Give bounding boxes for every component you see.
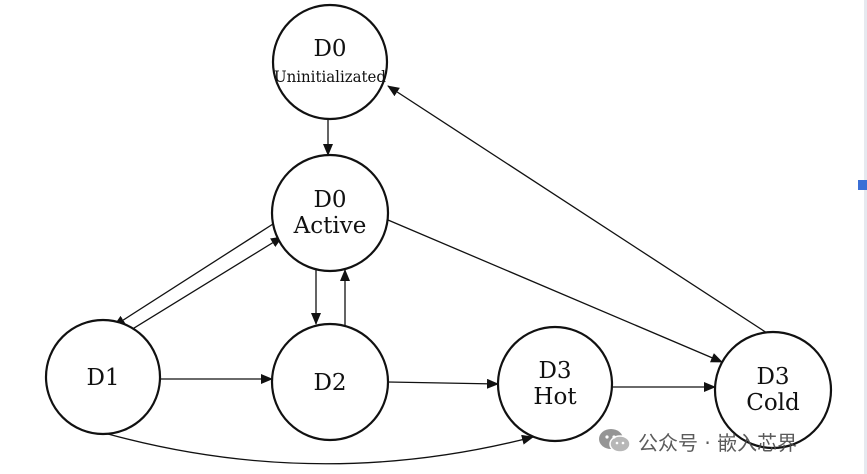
state-label-line: Active bbox=[293, 213, 367, 239]
state-label-line: D0 bbox=[313, 36, 346, 62]
state-circle bbox=[270, 322, 390, 442]
watermark-text: 公众号 · 嵌入芯界 bbox=[638, 430, 798, 455]
scroll-marker bbox=[858, 180, 867, 190]
state-circle bbox=[271, 3, 389, 121]
state-circle bbox=[270, 153, 390, 273]
state-label-line: D3 bbox=[756, 364, 789, 390]
watermark: 公众号 · 嵌入芯界 bbox=[598, 425, 797, 457]
state-circle bbox=[713, 330, 833, 450]
state-label-line: D1 bbox=[86, 365, 119, 391]
transition-arrow-d1-d3h bbox=[107, 433, 534, 465]
state-node-d2: D2 bbox=[270, 322, 390, 442]
state-label-line: Cold bbox=[746, 390, 800, 416]
transition-arrow-d2-d3h bbox=[387, 378, 499, 389]
state-node-d1: D1 bbox=[44, 318, 162, 436]
state-label-line: Hot bbox=[533, 384, 577, 410]
transitions bbox=[107, 85, 768, 465]
state-label-line: Uninitializated bbox=[274, 67, 386, 86]
state-circle bbox=[496, 325, 614, 443]
state-label-line: D3 bbox=[538, 358, 571, 384]
wechat-icon bbox=[599, 429, 631, 453]
transition-arrow-d0a-d3c bbox=[387, 219, 723, 363]
state-label-line: D2 bbox=[313, 370, 346, 396]
window-edge bbox=[864, 0, 867, 474]
transition-arrow-d3c-d0u bbox=[387, 85, 768, 334]
state-label-line: D0 bbox=[313, 187, 346, 213]
transition-arrow-d0a-d1 bbox=[113, 223, 274, 327]
transition-arrow-d1-d0a bbox=[125, 236, 283, 334]
state-circle bbox=[44, 318, 162, 436]
